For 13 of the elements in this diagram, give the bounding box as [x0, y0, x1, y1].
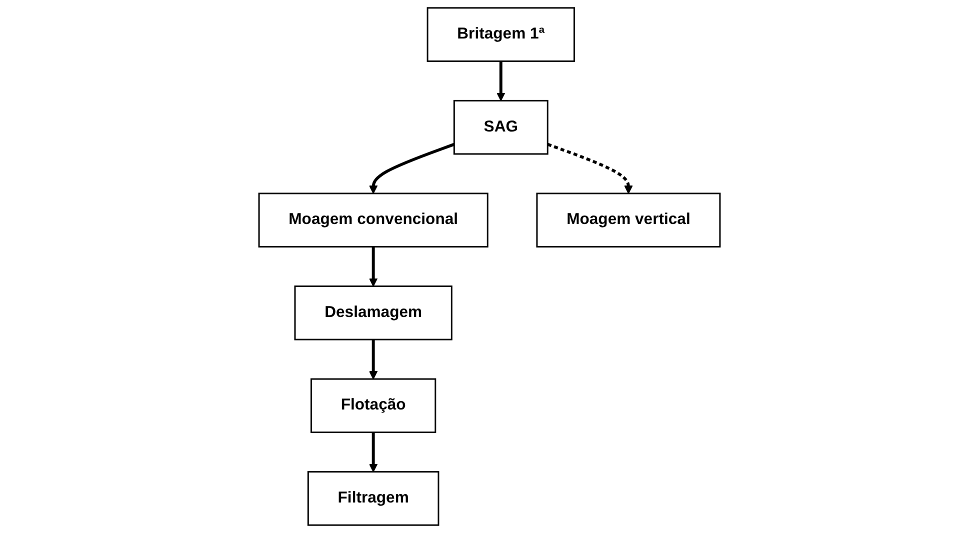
arrow: [547, 142, 633, 194]
node-box: Deslamagem: [294, 286, 452, 340]
arrow: [368, 432, 378, 472]
arrow: [496, 61, 506, 102]
arrow: [368, 246, 378, 287]
node-box: Filtragem: [307, 471, 440, 526]
node-box: Moagem convencional: [258, 192, 488, 248]
node-box: Britagem 1ª: [426, 7, 575, 62]
node-box: SAG: [453, 100, 548, 155]
arrow: [368, 142, 455, 194]
arrow: [368, 340, 378, 380]
node-box: Moagem vertical: [536, 192, 721, 248]
node-box: Flotação: [310, 378, 436, 434]
